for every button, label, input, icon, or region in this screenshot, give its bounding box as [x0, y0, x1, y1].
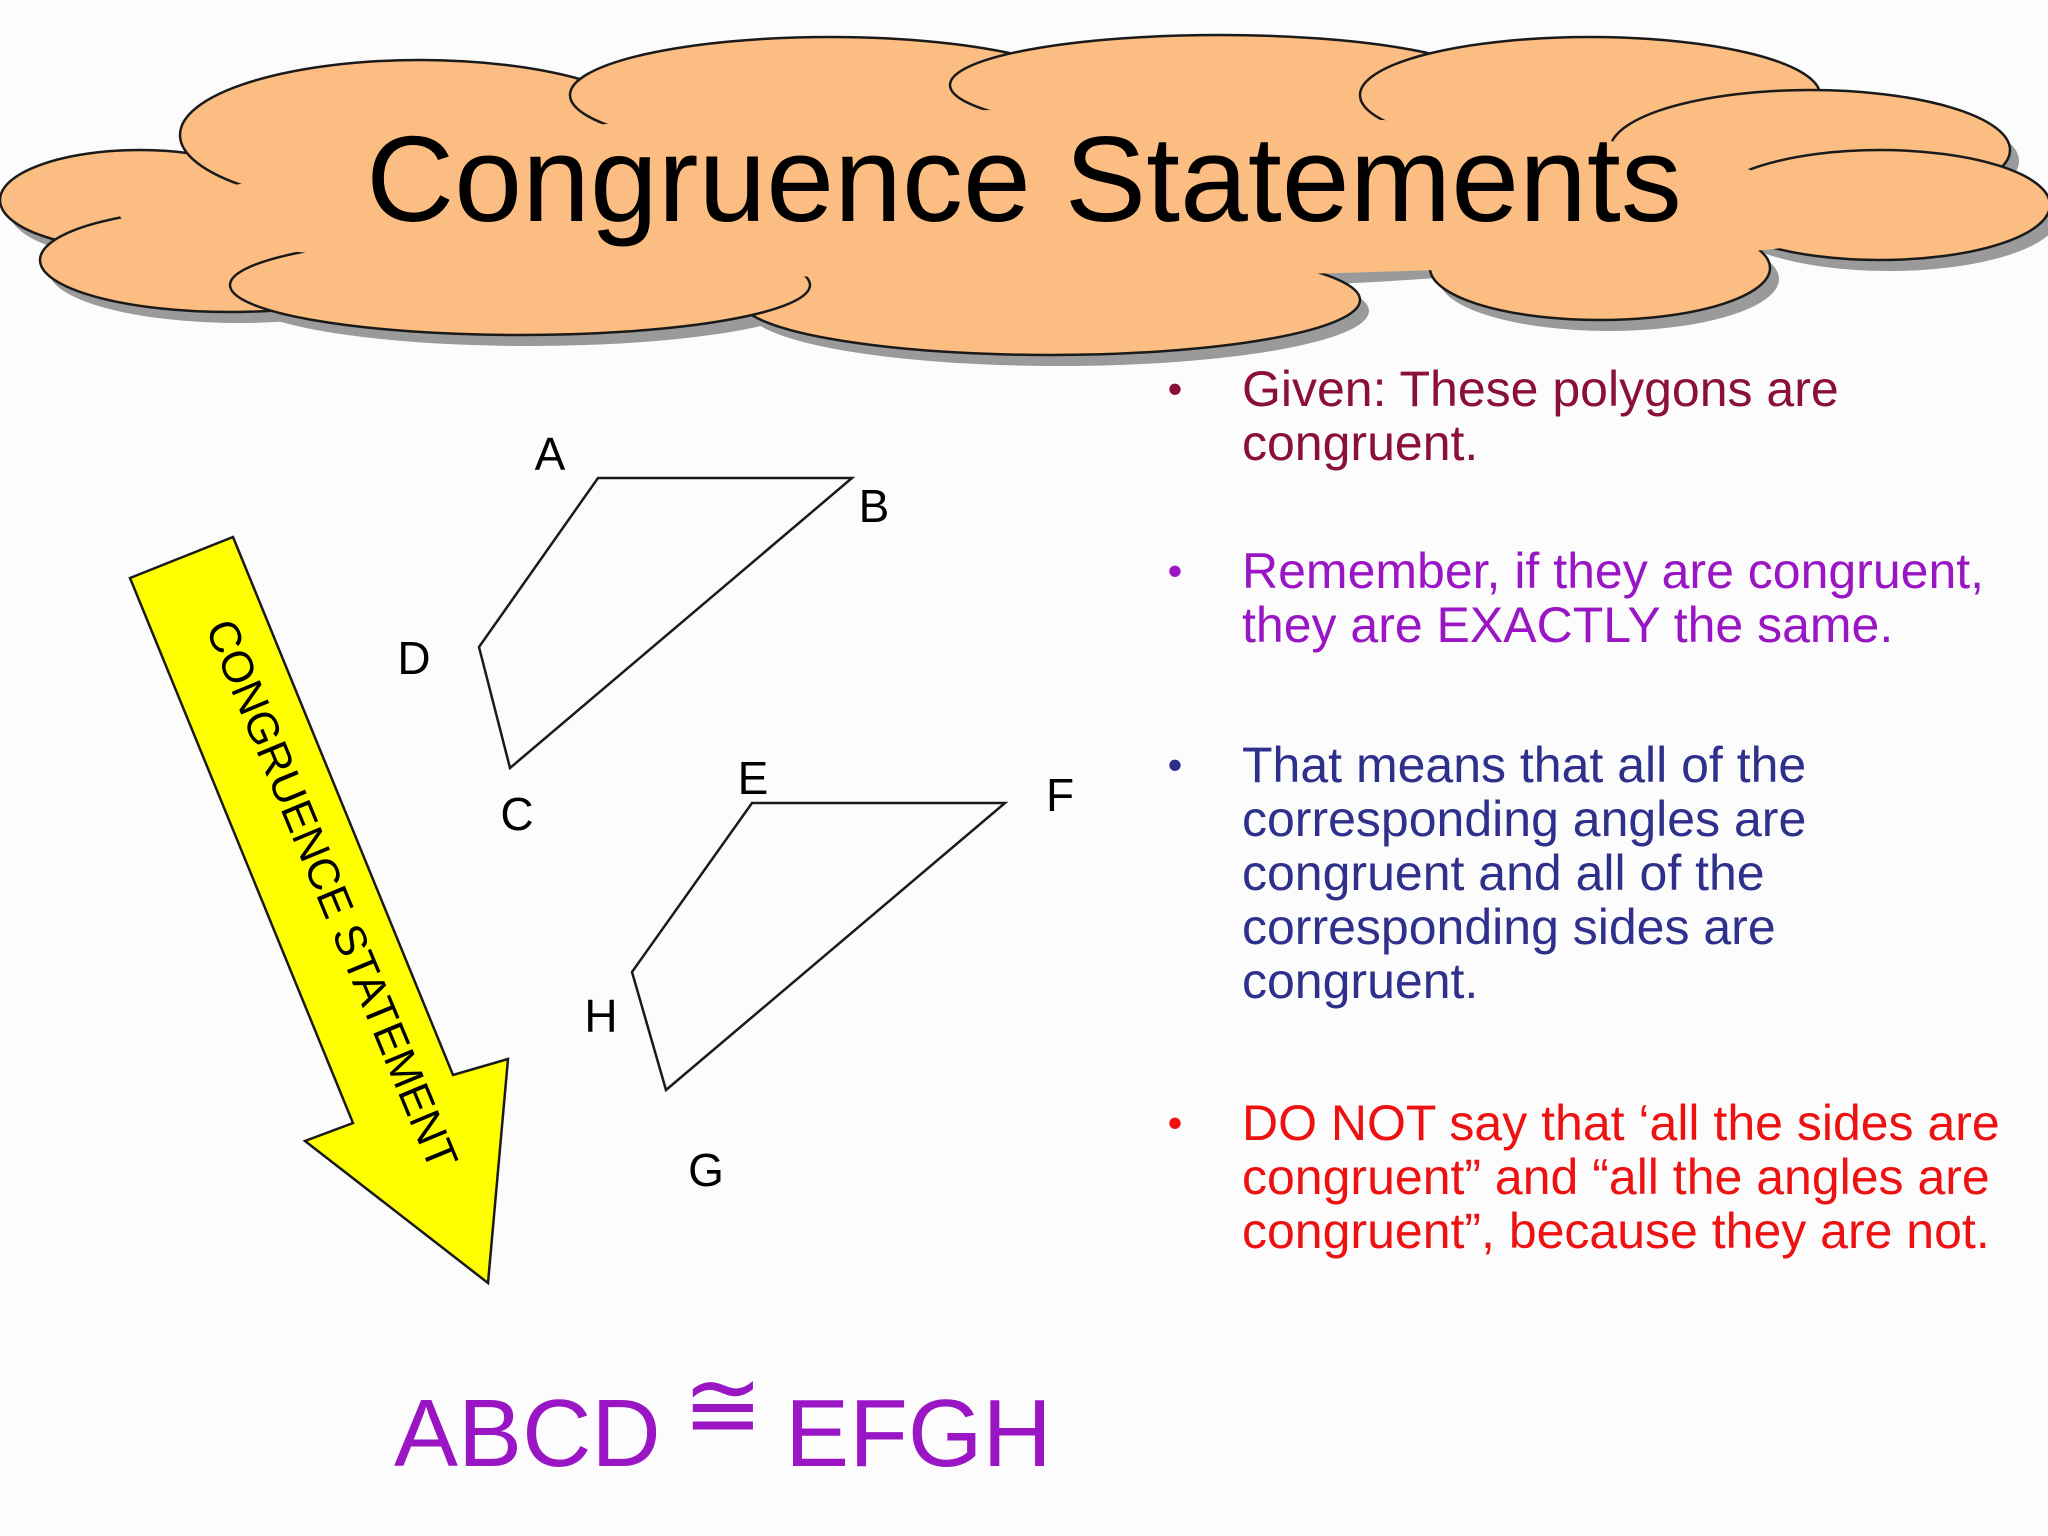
vertex-label-f: F [1046, 769, 1074, 821]
vertex-label-a: A [535, 428, 566, 480]
statement-left: ABCD [394, 1380, 661, 1487]
bullet-text: That means that all of the corresponding… [1242, 737, 1807, 1009]
arrow-label: CONGRUENCE STATEMENT [196, 613, 467, 1177]
bullet-dot: • [1167, 365, 1183, 412]
bullet-item: • Remember, if they are congruent, they … [1160, 544, 2020, 652]
vertex-label-g: G [688, 1144, 724, 1196]
bullet-list: • Given: These polygons are congruent. •… [1160, 362, 2020, 1258]
congruence-statement: ABCD≅EFGH [394, 1358, 1052, 1482]
polygon-abcd [477, 476, 856, 771]
bullet-text: DO NOT say that ‘all the sides are congr… [1242, 1095, 2000, 1259]
vertex-label-c: C [500, 788, 533, 840]
vertex-label-b: B [859, 480, 890, 532]
bullet-item: • That means that all of the correspondi… [1160, 738, 2020, 1008]
vertex-label-h: H [584, 990, 617, 1042]
bullet-text: Remember, if they are congruent, they ar… [1242, 543, 1985, 653]
bullet-dot: • [1167, 547, 1183, 594]
bullet-dot: • [1167, 1099, 1183, 1146]
vertex-label-e: E [738, 752, 769, 804]
statement-right: EFGH [785, 1380, 1052, 1487]
congruent-symbol: ≅ [682, 1352, 764, 1459]
congruence-arrow: CONGRUENCE STATEMENT [128, 535, 510, 1286]
bullet-item: • DO NOT say that ‘all the sides are con… [1160, 1096, 2020, 1258]
bullet-dot: • [1167, 741, 1183, 788]
bullet-text: Given: These polygons are congruent. [1242, 361, 1839, 471]
bullet-item: • Given: These polygons are congruent. [1160, 362, 2020, 470]
vertex-label-d: D [397, 632, 430, 684]
polygon-efgh [630, 801, 1009, 1093]
slide-title: Congruence Statements [366, 111, 1682, 247]
